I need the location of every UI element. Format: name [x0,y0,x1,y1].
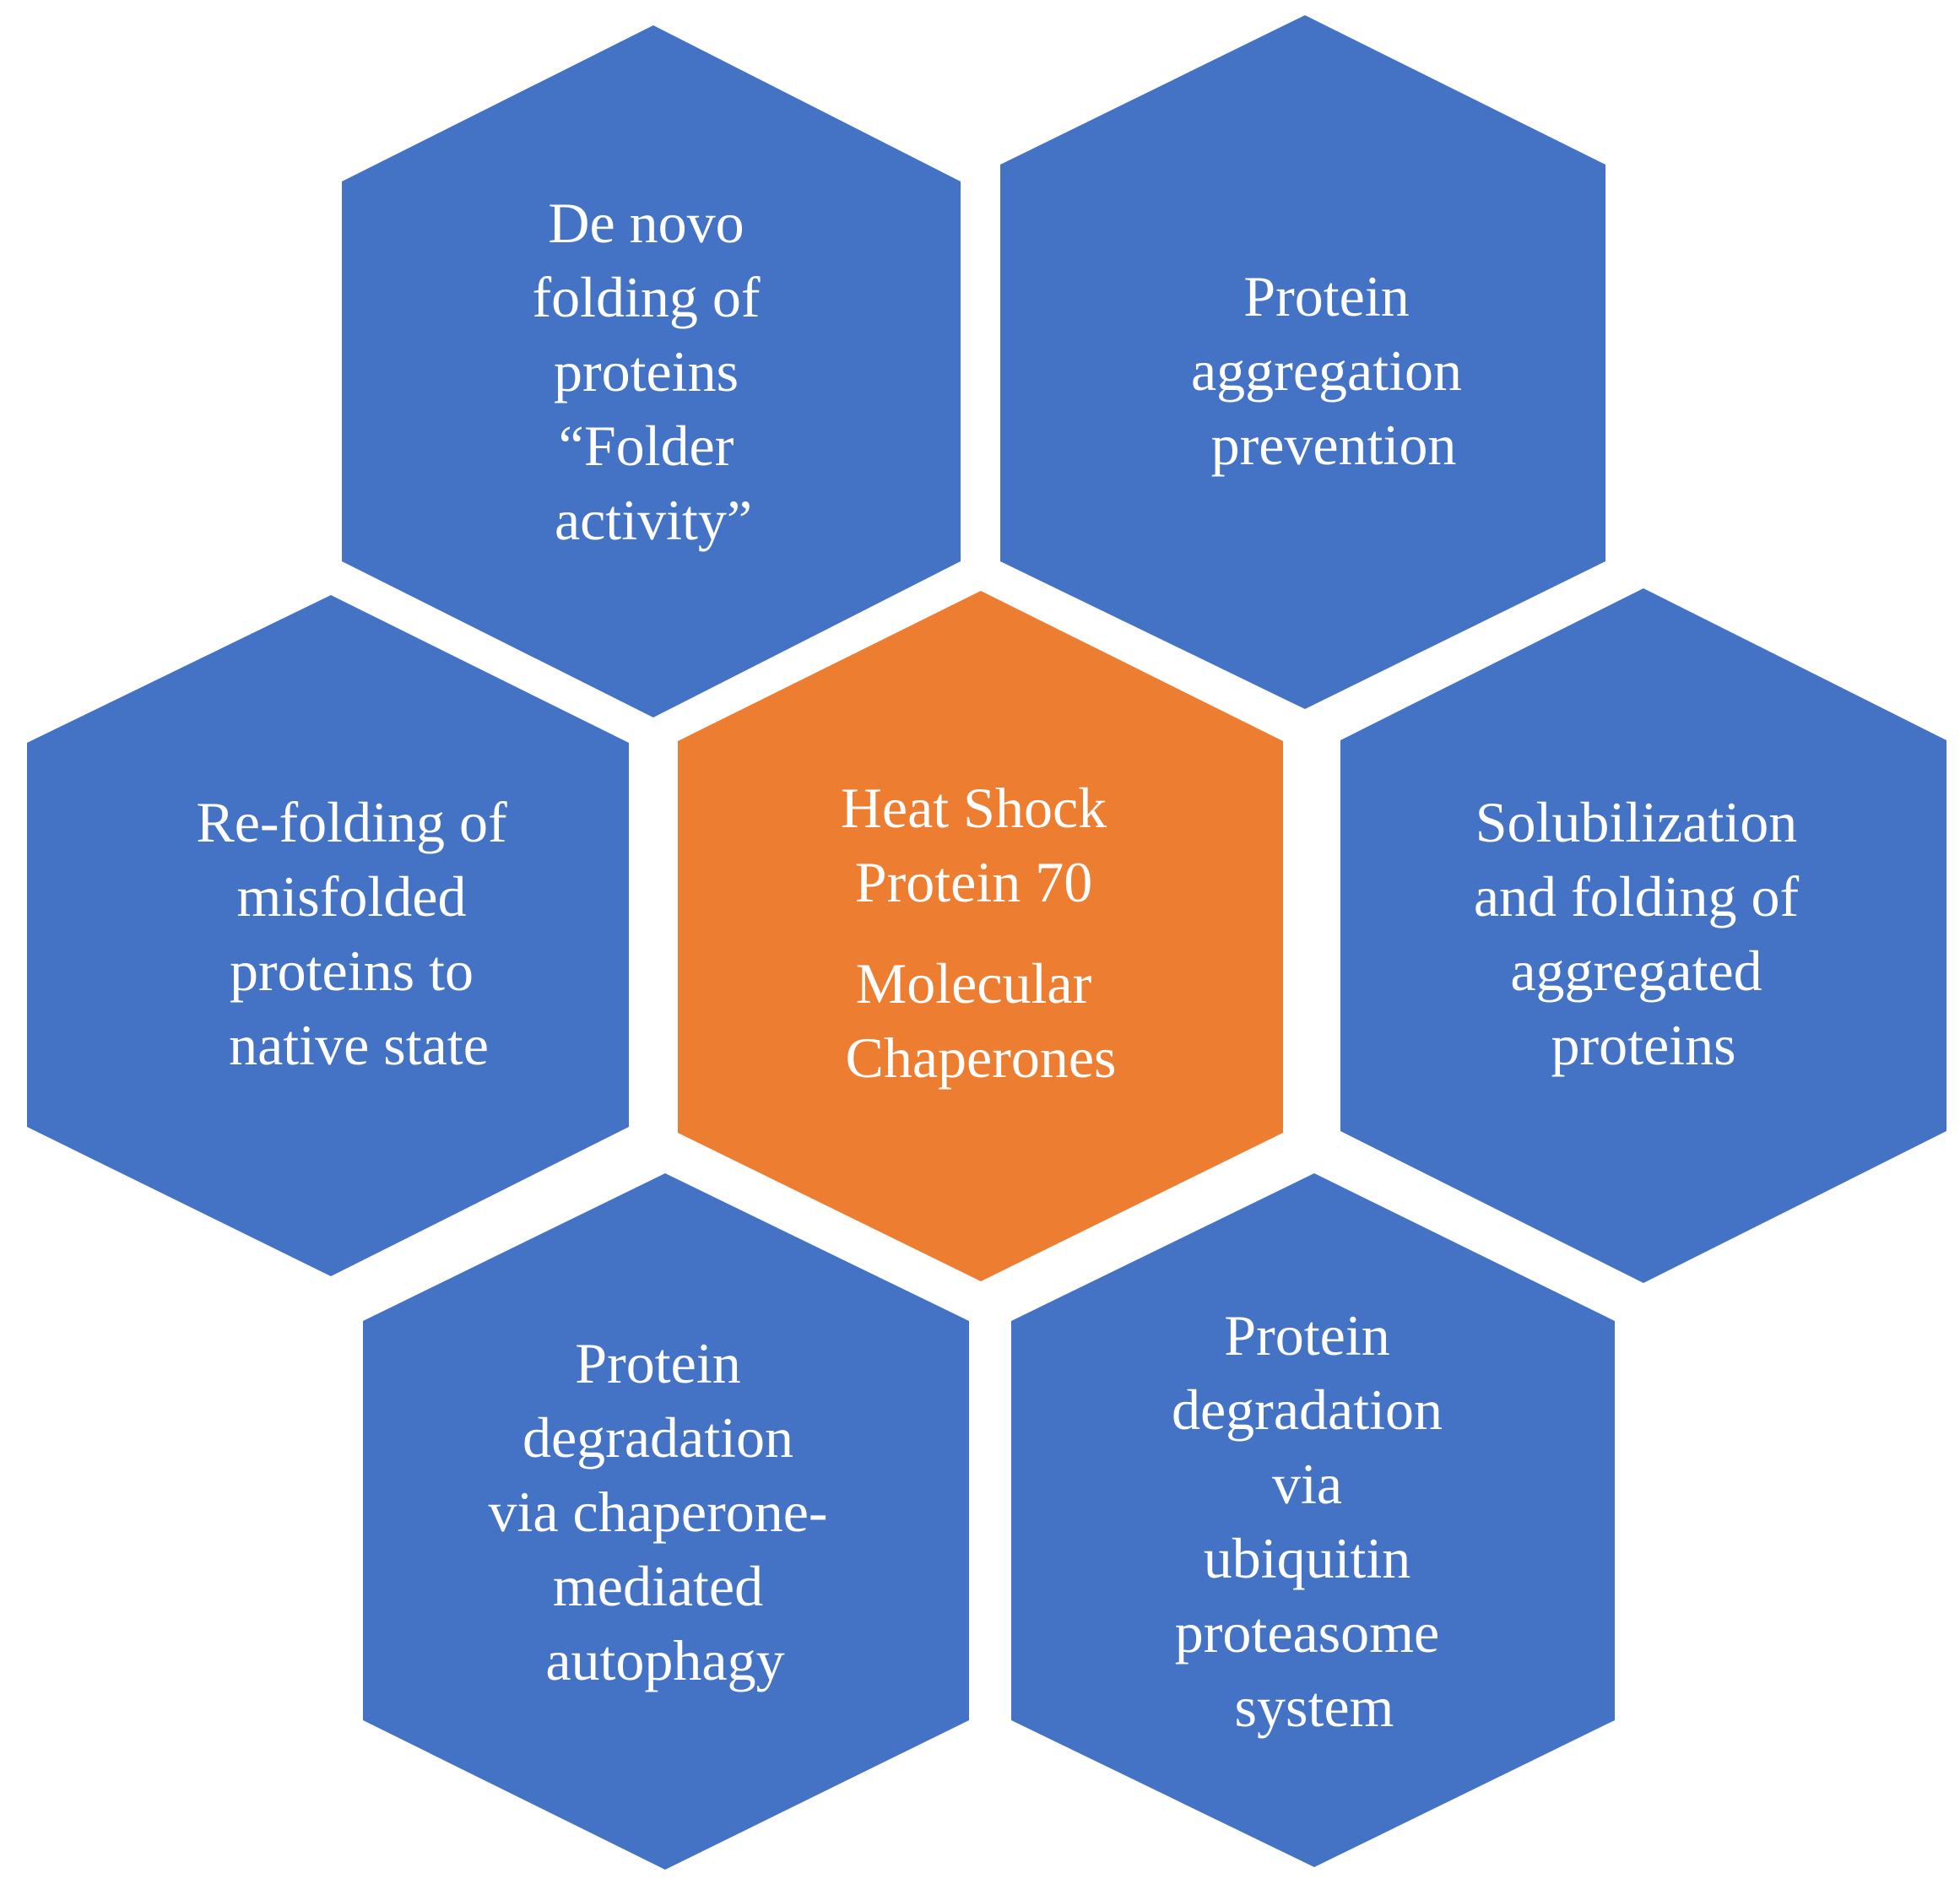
hex-left-line: native state [229,1013,489,1077]
hex-bottom-left: Protein degradation via chaperone- media… [363,1173,969,1870]
hex-bottom-right-line: system [1235,1675,1394,1739]
hex-center-line: Heat Shock [841,776,1107,840]
hex-top-right-shape [1000,15,1605,709]
hex-right-line: and folding of [1474,864,1800,928]
hex-left-line: proteins to [230,939,474,1003]
hex-center-line: Protein 70 [855,850,1092,914]
hex-bottom-left-line: degradation [522,1405,793,1470]
hex-bottom-left-line: autophagy [545,1628,784,1692]
hex-top-right-line: prevention [1211,413,1457,477]
hex-top-left-line: activity” [555,488,752,552]
hex-bottom-right-line: degradation [1172,1378,1443,1442]
hex-bottom-right: Protein degradation via ubiquitin protea… [1011,1173,1615,1867]
hex-center: Heat Shock Protein 70 Molecular Chaperon… [678,591,1283,1281]
hex-top-left-line: proteins [554,339,739,403]
hex-left-line: Re-folding of [196,790,507,854]
hex-top-left-shape [342,25,961,717]
hex-bottom-right-line: via [1272,1452,1342,1516]
hex-left-line: misfolded [237,864,467,928]
hex-left: Re-folding of misfolded proteins to nati… [27,595,629,1276]
hex-bottom-left-line: via chaperone- [488,1480,827,1544]
hex-left-shape [27,595,629,1276]
hex-top-right-line: Protein [1243,264,1409,328]
hex-bottom-left-line: mediated [553,1554,763,1618]
hex-bottom-right-line: proteasome [1175,1600,1439,1665]
hex-right-line: Solubilization [1475,790,1798,854]
hex-right-line: proteins [1551,1013,1735,1077]
hex-bottom-right-line: Protein [1224,1303,1389,1367]
hex-bottom-left-shape [363,1173,969,1870]
hex-top-left-line: De novo [548,191,744,255]
hex-top-right-label: Protein aggregation prevention [1191,264,1476,477]
hex-top-left-line: “Folder [559,414,734,478]
hex-top-left: De novo folding of proteins “Folder acti… [342,25,961,717]
hex-center-shape [678,591,1283,1281]
hex-bottom-left-line: Protein [575,1331,740,1395]
hex-right: Solubilization and folding of aggregated… [1340,588,1946,1283]
hex-center-line: Chaperones [845,1026,1116,1090]
hex-right-shape [1340,588,1946,1283]
hex-right-line: aggregated [1510,939,1762,1003]
hex-top-left-label: De novo folding of proteins “Folder acti… [532,191,774,552]
hex-bottom-left-label: Protein degradation via chaperone- media… [488,1331,842,1692]
hex-top-left-line: folding of [532,265,760,329]
hex-top-right: Protein aggregation prevention [1000,15,1605,709]
hex-bottom-right-line: ubiquitin [1204,1526,1411,1590]
hex-left-label: Re-folding of misfolded proteins to nati… [196,790,521,1077]
hex-center-label: Heat Shock Protein 70 Molecular Chaperon… [841,776,1121,1090]
hex-bottom-right-label: Protein degradation via ubiquitin protea… [1172,1303,1457,1739]
hex-top-right-line: aggregation [1191,338,1462,403]
hex-bottom-right-shape [1011,1173,1615,1867]
hex-center-line: Molecular [856,951,1092,1015]
hex-right-label: Solubilization and folding of aggregated… [1474,790,1813,1077]
